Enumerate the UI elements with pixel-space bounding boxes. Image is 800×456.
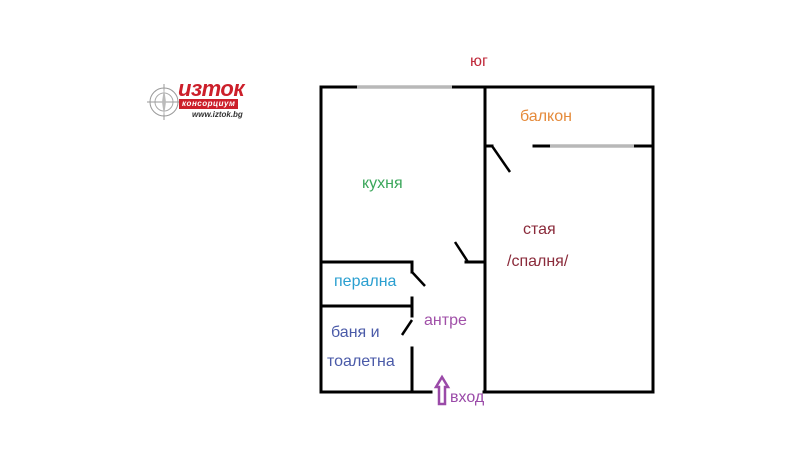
- entrance-arrow-icon: [433, 374, 451, 406]
- room-label-laundry: перална: [334, 273, 397, 290]
- room-label-hall: антре: [424, 312, 467, 329]
- room-label-bath: баня и: [331, 324, 380, 341]
- orientation-label: юг: [470, 53, 488, 70]
- logo-url: www.iztok.bg: [192, 110, 243, 119]
- compass-icon: [147, 84, 181, 120]
- logo-subtitle: консорциум: [179, 99, 239, 109]
- entrance-label: вход: [450, 389, 485, 406]
- room-label-bedroom: /спалня/: [507, 253, 569, 270]
- room-label-toilet: тоалетна: [327, 353, 395, 370]
- logo-name: изток: [178, 76, 245, 101]
- room-label-balcony: балкон: [520, 108, 572, 125]
- room-label-kitchen: кухня: [362, 175, 403, 192]
- room-label-room: стая: [523, 221, 556, 238]
- iztok-logo: изток консорциум www.iztok.bg: [146, 78, 258, 128]
